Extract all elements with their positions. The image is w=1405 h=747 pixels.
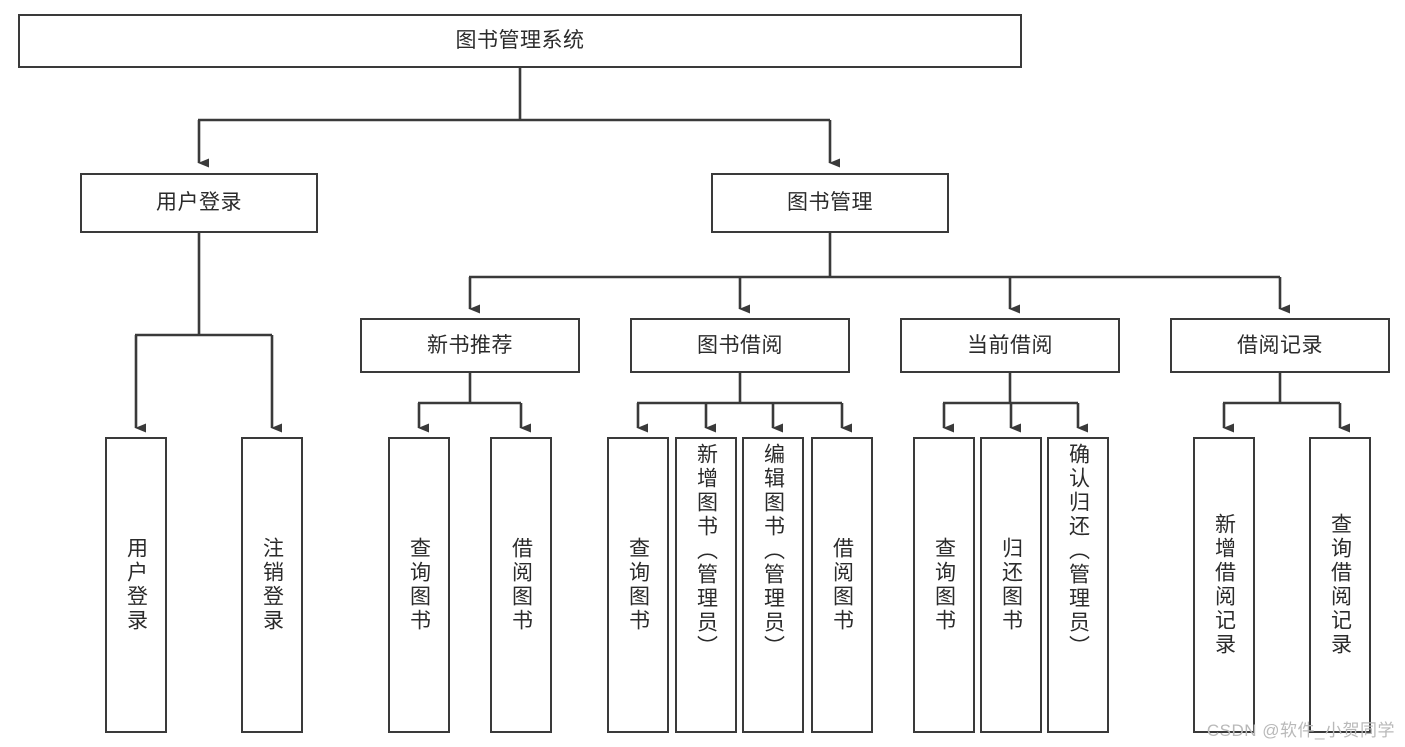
node-label: 新增图书（管理员） [694, 443, 718, 659]
node-current-borrow[interactable]: 当前借阅 [900, 318, 1120, 373]
leaf-new-book-borrow-book[interactable]: 借阅图书 [490, 437, 552, 733]
node-new-book-recommend[interactable]: 新书推荐 [360, 318, 580, 373]
node-book-management[interactable]: 图书管理 [711, 173, 949, 233]
leaf-new-book-query-book[interactable]: 查询图书 [388, 437, 450, 733]
node-label: 图书借阅 [697, 333, 783, 357]
leaf-borrow-record-query-record[interactable]: 查询借阅记录 [1309, 437, 1371, 733]
leaf-user-login-logout[interactable]: 注销登录 [241, 437, 303, 733]
node-label: 用户登录 [124, 537, 148, 633]
node-label: 新书推荐 [427, 333, 513, 357]
node-label: 新增借阅记录 [1212, 513, 1236, 657]
node-label: 图书管理系统 [455, 29, 585, 53]
node-label: 当前借阅 [967, 333, 1053, 357]
node-root-library-management-system[interactable]: 图书管理系统 [18, 14, 1022, 68]
node-label: 查询图书 [932, 537, 956, 633]
node-user-login[interactable]: 用户登录 [80, 173, 318, 233]
leaf-user-login-login[interactable]: 用户登录 [105, 437, 167, 733]
node-label: 借阅图书 [509, 537, 533, 633]
node-label: 查询图书 [626, 537, 650, 633]
node-borrow-record[interactable]: 借阅记录 [1170, 318, 1390, 373]
csdn-watermark: CSDN @软件_小贺同学 [1206, 721, 1395, 740]
node-label: 用户登录 [156, 191, 242, 215]
leaf-book-borrow-borrow-book[interactable]: 借阅图书 [811, 437, 873, 733]
leaf-borrow-record-add-record[interactable]: 新增借阅记录 [1193, 437, 1255, 733]
leaf-book-borrow-query-book[interactable]: 查询图书 [607, 437, 669, 733]
leaf-book-borrow-edit-book-admin[interactable]: 编辑图书（管理员） [742, 437, 804, 733]
node-label: 注销登录 [260, 537, 284, 633]
node-label: 图书管理 [787, 191, 873, 215]
node-label: 查询借阅记录 [1328, 513, 1352, 657]
node-label: 确认归还（管理员） [1066, 443, 1090, 659]
node-label: 归还图书 [999, 537, 1023, 633]
node-label: 查询图书 [407, 537, 431, 633]
node-label: 借阅图书 [830, 537, 854, 633]
leaf-current-borrow-return-book[interactable]: 归还图书 [980, 437, 1042, 733]
node-label: 编辑图书（管理员） [761, 443, 785, 659]
leaf-current-borrow-query-book[interactable]: 查询图书 [913, 437, 975, 733]
leaf-book-borrow-add-book-admin[interactable]: 新增图书（管理员） [675, 437, 737, 733]
node-book-borrow[interactable]: 图书借阅 [630, 318, 850, 373]
leaf-current-borrow-confirm-return-admin[interactable]: 确认归还（管理员） [1047, 437, 1109, 733]
node-label: 借阅记录 [1237, 333, 1323, 357]
